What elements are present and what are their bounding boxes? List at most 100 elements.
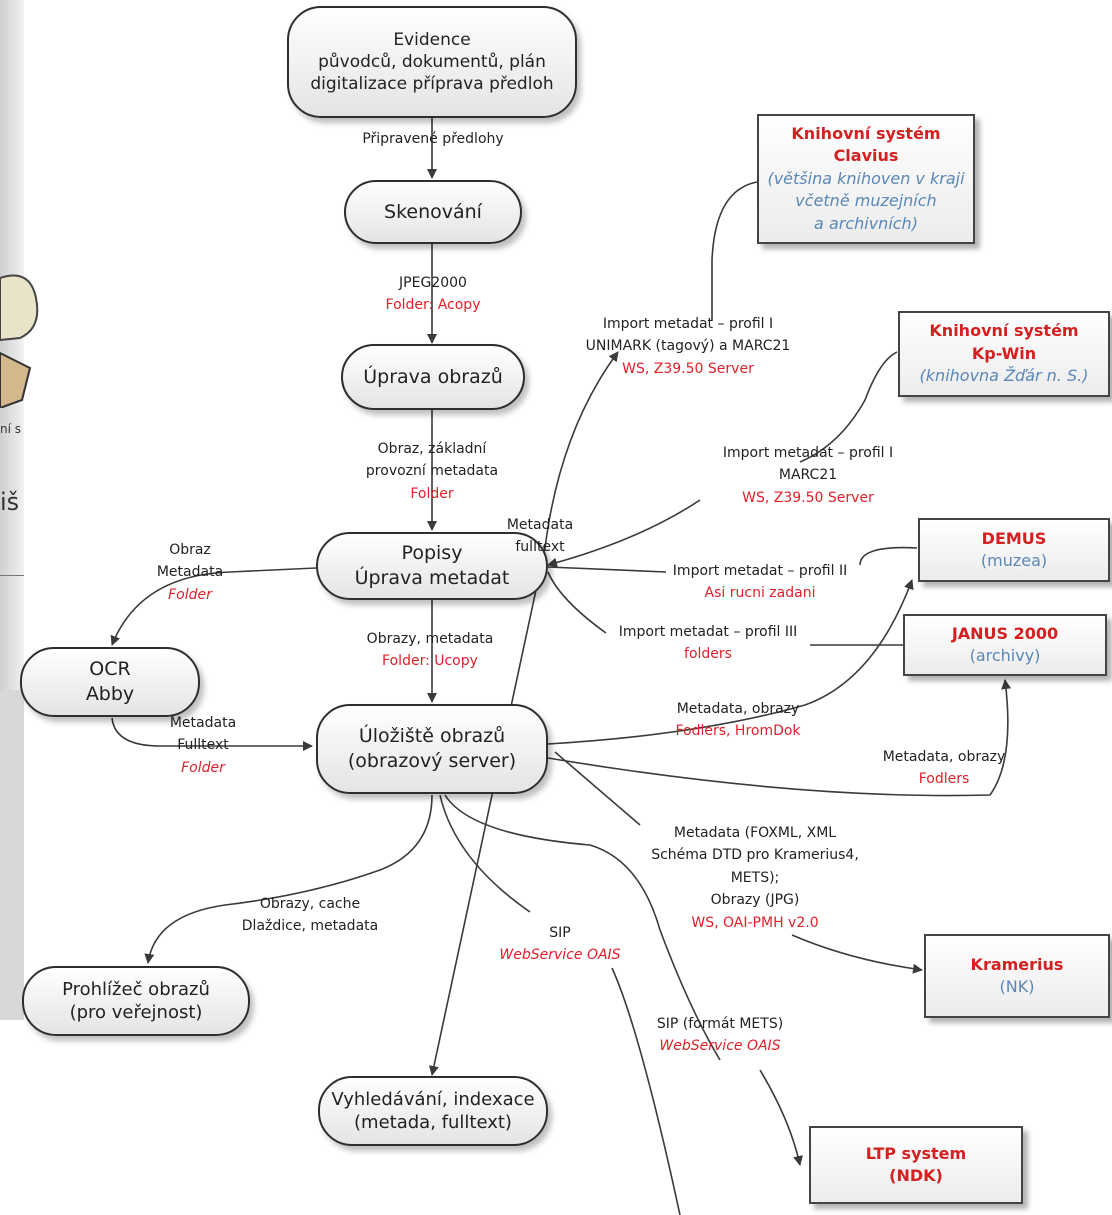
system-kramerius: Kramerius (NK) [924,934,1110,1018]
edge-ltp-b [759,1069,803,1166]
label-meta-obrazy-2-red: Fodlers [918,771,970,788]
edge-kpwin-popisy [799,351,898,463]
label-meta-obrazy-1: Metadata, obrazy Fodlers, HromDok [675,698,800,743]
label-import-1b: Import metadat – profil I MARC21 WS, Z39… [723,442,893,509]
edge-uloziste-ltp [444,794,721,1061]
node-prohlizec-line1: Prohlížeč obrazů [62,978,210,1000]
node-evidence: Evidence původců, dokumentů, plán digita… [287,6,577,118]
edge-sip-continue [611,967,681,1215]
label-obraz-metadata-2: Metadata [156,564,224,581]
node-popisy-line1: Popisy [401,542,463,565]
label-import-1a-2: UNIMARK (tagový) a MARC21 [585,338,791,355]
edge-janus-popisy-b [547,571,607,634]
label-import-3-1: Import metadat – profil III [618,624,798,640]
label-pripravene: Připravené předlohy [362,128,503,150]
edge-popisy-ocr [110,567,317,646]
node-vyhledavani: Vyhledávání, indexace (metada, fulltext) [318,1076,548,1146]
node-uprava-obrazu-label: Úprava obrazů [363,365,503,388]
label-pripravene-line: Připravené předlohy [362,131,504,147]
background-large-text: iš [0,488,20,516]
label-sip-mets-1: SIP (formát METS) [656,1016,784,1032]
label-sip-mets-red: WebService OAIS [659,1038,781,1055]
label-ocr-out-2: Fulltext [177,737,229,754]
node-ocr-line1: OCR [89,658,131,681]
background-icon [0,268,42,410]
label-ocr-out-red: Folder [181,759,225,776]
label-meta-obrazy-2-1: Metadata, obrazy [882,749,1006,765]
edge-uloziste-prohlizec [144,794,433,964]
label-sip-red: WebService OAIS [499,947,621,964]
label-obraz-metadata-1: Obraz [169,542,211,558]
ltp-title-1: LTP system [865,1143,967,1163]
system-demus: DEMUS (muzea) [918,518,1110,582]
node-vyhledavani-line2: (metada, fulltext) [354,1112,512,1133]
edge-uloziste-demus [547,579,914,745]
label-obraz-metadata: Obraz Metadata Folder [157,539,223,606]
clavius-title-1: Knihovní systém [791,124,941,144]
label-metadata-fulltext-2: fulltext [515,539,565,556]
system-janus: JANUS 2000 (archivy) [903,614,1107,676]
label-import-1b-red: WS, Z39.50 Server [742,489,874,506]
edge-popisy-vyhledavani [428,547,546,1076]
edge-uloziste-sip [439,794,531,913]
edge-demus-popisy-b [547,566,667,573]
label-obraz-zakladni-2: provozní metadata [365,463,499,480]
label-foxml-4: Obrazy (JPG) [710,892,800,909]
node-evidence-line3: digitalizace příprava předloh [310,74,554,95]
edge-popisy-clavius [544,351,619,549]
label-ocr-out-1: Metadata [169,715,237,731]
clavius-sub-2: včetně muzejních [795,191,937,211]
node-skenovani: Skenování [344,180,522,244]
node-prohlizec-line2: (pro veřejnost) [69,1002,203,1023]
label-obrazy-metadata-1: Obrazy, metadata [366,631,494,647]
background-small-text: ní s [0,422,22,436]
ltp-title-2: (NDK) [889,1166,943,1185]
label-jpeg-red: Folder: Acopy [385,297,481,314]
node-evidence-line1: Evidence [393,29,471,50]
node-skenovani-label: Skenování [384,200,482,223]
label-import-1a-red: WS, Z39.50 Server [622,360,754,377]
demus-sub: (muzea) [980,551,1048,570]
node-uloziste-line1: Úložiště obrazů [358,725,506,748]
label-foxml: Metadata (FOXML, XML Schéma DTD pro Kram… [651,822,859,934]
janus-title: JANUS 2000 [951,623,1059,643]
label-sip: SIP WebService OAIS [499,922,620,967]
edge-uloziste-kramerius [554,751,641,826]
label-foxml-red: WS, OAI-PMH v2.0 [691,914,819,931]
system-ltp: LTP system (NDK) [809,1126,1023,1204]
kramerius-sub: (NK) [999,977,1035,996]
label-import-2-red: Asi rucni zadani [704,585,816,602]
label-meta-obrazy-1-red: Fodlers, HromDok [675,723,801,740]
label-foxml-2: Schéma DTD pro Kramerius4, [651,847,859,864]
label-import-3: Import metadat – profil III folders [619,621,798,666]
label-ocr-out: Metadata Fulltext Folder [170,712,236,779]
label-meta-obrazy-1-1: Metadata, obrazy [676,701,800,717]
label-import-1a-1: Import metadat – profil I [602,316,774,332]
edge-demus-popisy [859,546,918,566]
label-obrazy-metadata-red: Folder: Ucopy [382,653,478,670]
label-import-2: Import metadat – profil II Asi rucni zad… [673,560,847,605]
label-cache: Obrazy, cache Dlaždice, metadata [242,893,378,938]
background-rule [0,575,24,576]
edge-kpwin-popisy-b [547,499,701,568]
node-popisy: Popisy Úprava metadat [316,532,548,600]
label-obraz-zakladni-1: Obraz, základní [377,441,487,457]
label-cache-2: Dlaždice, metadata [241,918,379,935]
kpwin-title-1: Knihovní systém [929,321,1079,341]
clavius-sub-1: (většina knihoven v kraji [767,168,965,188]
edge-clavius-link [711,181,758,320]
edge-uloziste-kramerius-b [791,934,923,974]
kpwin-sub-1: (knihovna Žďár n. S.) [919,366,1089,386]
node-ocr: OCR Abby [20,647,200,717]
node-vyhledavani-line1: Vyhledávání, indexace [331,1088,535,1110]
label-metadata-fulltext-1: Metadata [506,517,574,533]
left-shadow-strip-lower [0,690,24,1020]
system-kpwin: Knihovní systém Kp-Win (knihovna Žďár n.… [898,311,1110,397]
label-sip-1: SIP [549,925,571,941]
label-sip-mets: SIP (formát METS) WebService OAIS [657,1013,783,1058]
node-ocr-line2: Abby [85,683,135,705]
label-foxml-1: Metadata (FOXML, XML [673,825,837,841]
label-import-1a: Import metadat – profil I UNIMARK (tagov… [586,313,791,380]
label-import-2-1: Import metadat – profil II [672,563,848,579]
